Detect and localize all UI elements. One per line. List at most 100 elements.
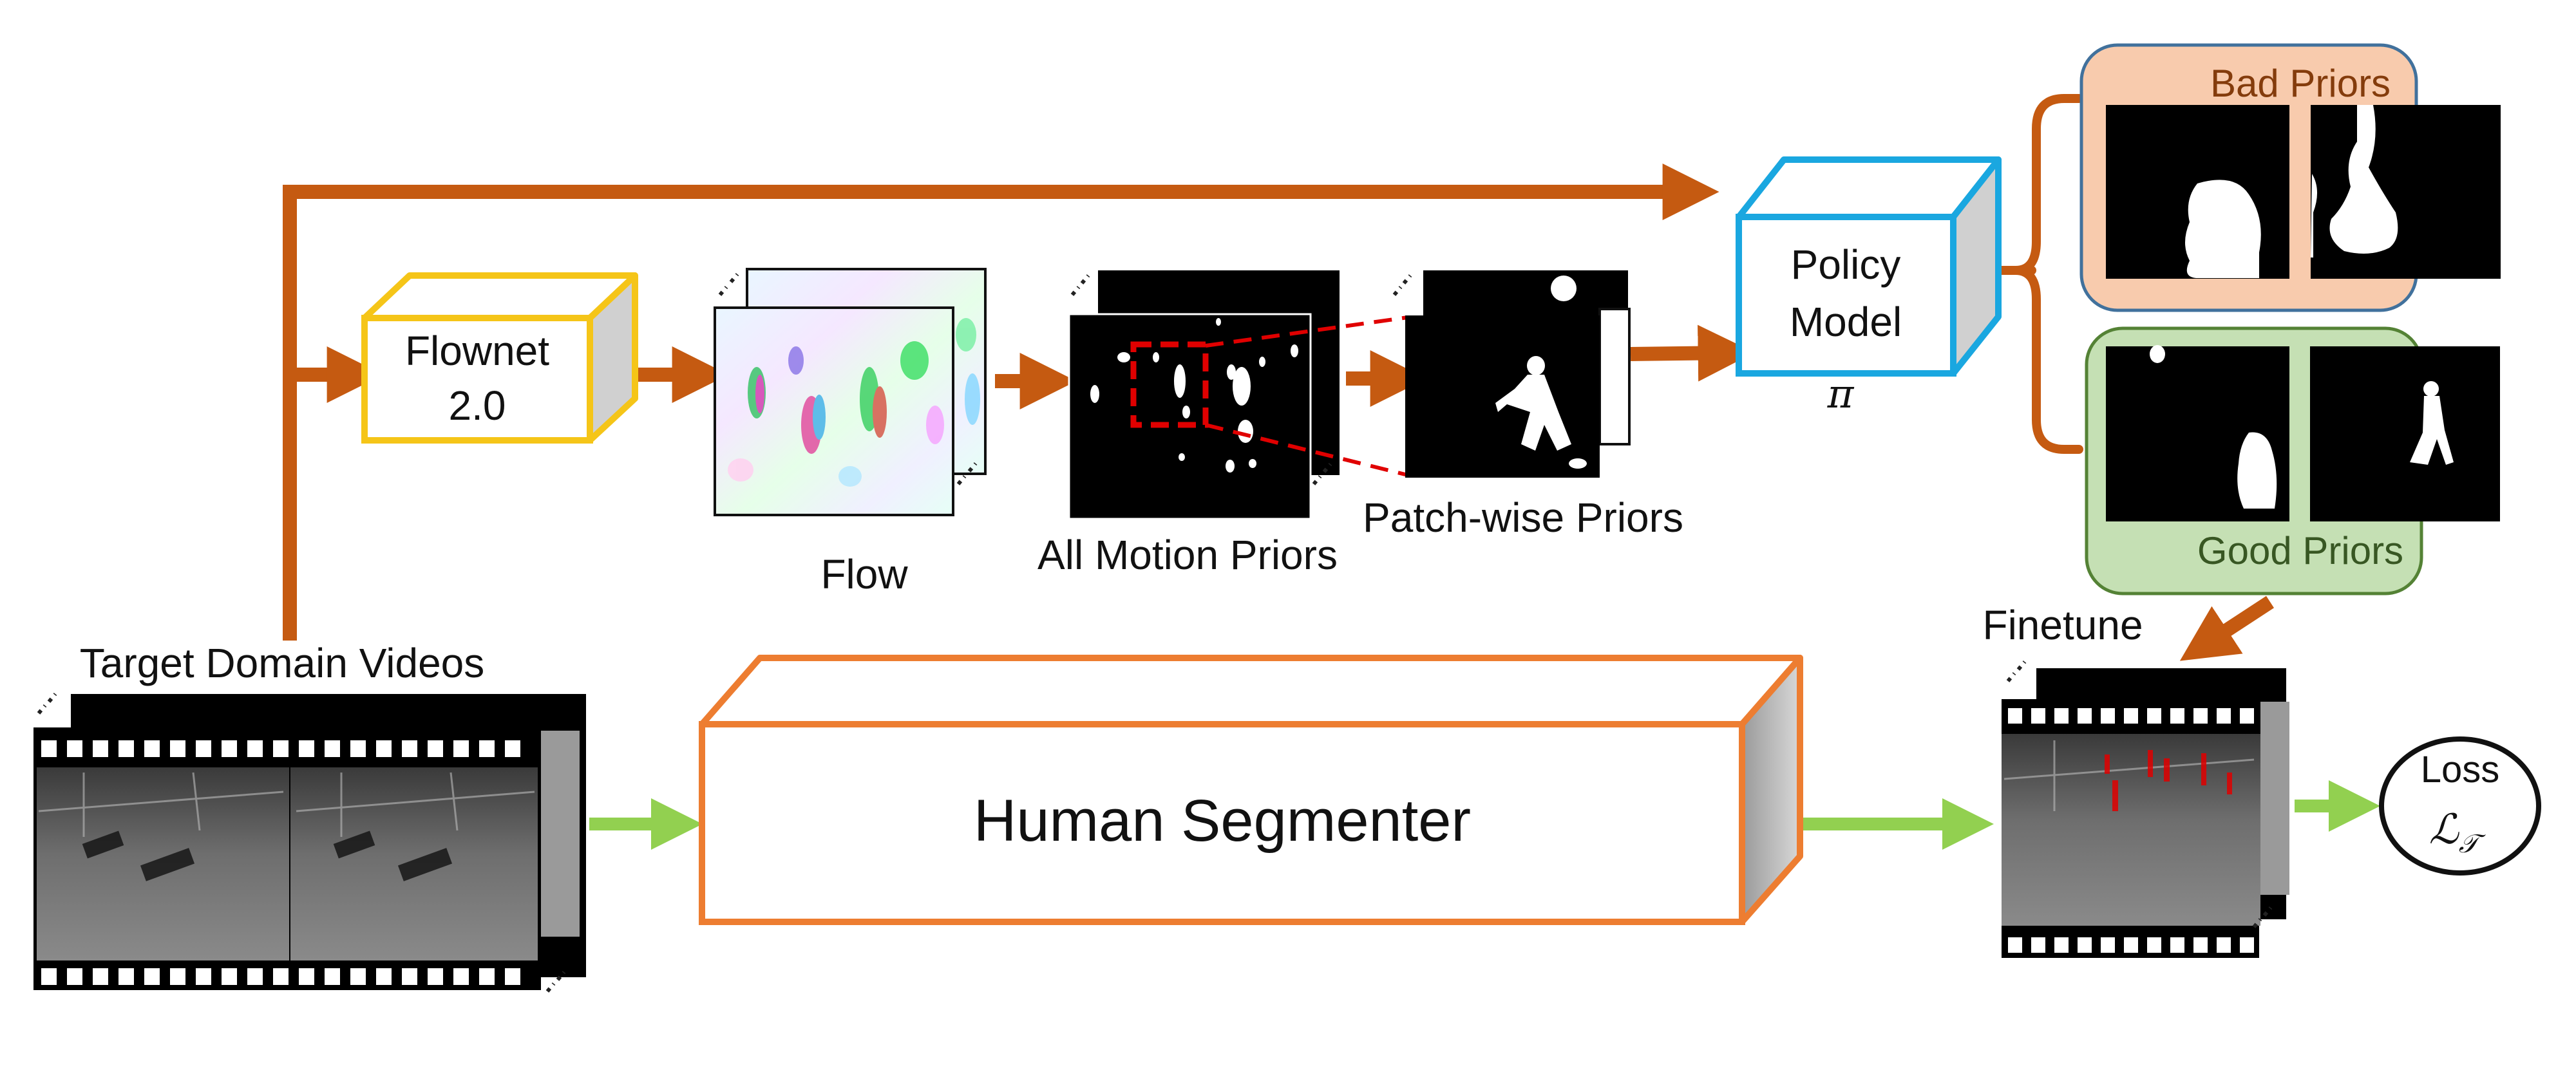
sprocket-hole [93,968,108,985]
target-videos-label: Target Domain Videos [80,640,485,686]
sprocket-hole [2031,708,2045,724]
sprocket-hole [325,740,340,757]
good-priors-panel: Good Priors [2085,326,2500,595]
sprocket-hole [2240,937,2254,953]
sprocket-hole [2008,708,2022,724]
finetune-label: Finetune [1982,602,2143,648]
sprocket-hole [41,968,57,985]
sprocket-hole [402,740,417,757]
sprocket-hole [2054,937,2069,953]
sprocket-hole [2193,708,2208,724]
policy-label-line1: Policy [1791,241,1901,288]
zoom-line-bottom [1205,423,1408,477]
patch-person-silhouette [1495,276,1587,469]
sprocket-hole [196,740,211,757]
sprocket-hole [2078,937,2092,953]
bad-prior-image-2 [2311,105,2501,279]
loss-label: Loss [2421,749,2500,791]
loss-symbol: ℒ𝒯 [2429,806,2486,859]
patch-selection-box [1130,341,1209,428]
sprocket-hole [196,968,211,985]
sprocket-hole [2078,708,2092,724]
sprocket-hole [2054,708,2069,724]
sprocket-hole [2031,937,2045,953]
target-videos-filmstrip: Target Domain Videos [33,640,586,993]
policy-label-line2: Model [1790,299,1902,345]
sprocket-hole [2240,708,2254,724]
sprocket-hole [453,968,469,985]
sprocket-hole [118,740,134,757]
zoom-line-top [1205,315,1408,348]
good-priors-label: Good Priors [2197,529,2403,572]
all-motion-priors-stack: All Motion Priors [1037,270,1408,578]
sprocket-hole [2008,937,2022,953]
sprocket-hole [325,968,340,985]
sprocket-hole [67,740,82,757]
motion-blobs [1090,318,1298,473]
sprocket-hole [144,740,160,757]
sprocket-hole [2147,708,2161,724]
human-segmenter-node: Human Segmenter [699,655,1803,925]
sprocket-hole [170,968,185,985]
sprocket-hole [93,740,108,757]
sprocket-hole [2170,937,2184,953]
sprocket-hole [2101,937,2115,953]
sprocket-hole [402,968,417,985]
flow-label: Flow [820,551,908,597]
finetune-holes-bottom [2008,937,2254,953]
motion-prior-image [1068,313,1312,520]
sprocket-hole [222,740,237,757]
sprocket-hole [144,968,160,985]
sprocket-hole [350,740,366,757]
good-prior-person [2410,381,2454,465]
policy-brace [1997,94,2083,454]
policy-symbol: π [1827,370,1855,417]
sprocket-hole [479,740,495,757]
sprocket-hole [67,968,82,985]
bad-priors-label: Bad Priors [2210,62,2391,105]
filmstrip-holes-bottom [41,968,520,985]
all-motion-priors-label: All Motion Priors [1037,532,1338,578]
sprocket-hole [376,740,392,757]
sprocket-hole [479,968,495,985]
green-connectors [589,780,2380,850]
orange-connectors [283,94,2275,661]
sprocket-hole [118,968,134,985]
sprocket-hole [2124,708,2138,724]
good-to-finetune-arrow [2179,595,2275,661]
sprocket-hole [299,968,314,985]
sprocket-hole [505,968,520,985]
sprocket-hole [453,740,469,757]
sprocket-hole [505,740,520,757]
loss-node: Loss ℒ𝒯 [2379,736,2541,876]
flow-color-blobs [728,318,980,487]
sprocket-hole [2101,708,2115,724]
flow-image-stack: Flow [714,268,987,597]
flownet-node: Flownet 2.0 [361,272,638,444]
finetune-frame [2002,734,2260,926]
finetune-holes-top [2008,708,2254,724]
patch-to-policy-arrow [1630,324,1755,382]
sprocket-hole [2170,708,2184,724]
sprocket-hole [247,740,263,757]
sprocket-hole [2124,937,2138,953]
filmstrip-holes-top [41,740,520,757]
sprocket-hole [273,968,289,985]
sprocket-hole [247,968,263,985]
patch-wise-priors-label: Patch-wise Priors [1363,494,1683,541]
good-prior-image-2 [2310,346,2500,521]
sprocket-hole [2217,708,2231,724]
finetune-red-masks [2105,750,2232,811]
segmenter-label: Human Segmenter [974,788,1471,854]
finetune-filmstrip: Finetune [1982,602,2289,958]
sprocket-hole [428,740,443,757]
policy-model-node: Policy Model π [1736,156,2002,417]
sprocket-hole [2217,937,2231,953]
sprocket-hole [428,968,443,985]
flownet-label-line2: 2.0 [449,382,506,429]
sprocket-hole [2193,937,2208,953]
sprocket-hole [2147,937,2161,953]
sprocket-hole [222,968,237,985]
